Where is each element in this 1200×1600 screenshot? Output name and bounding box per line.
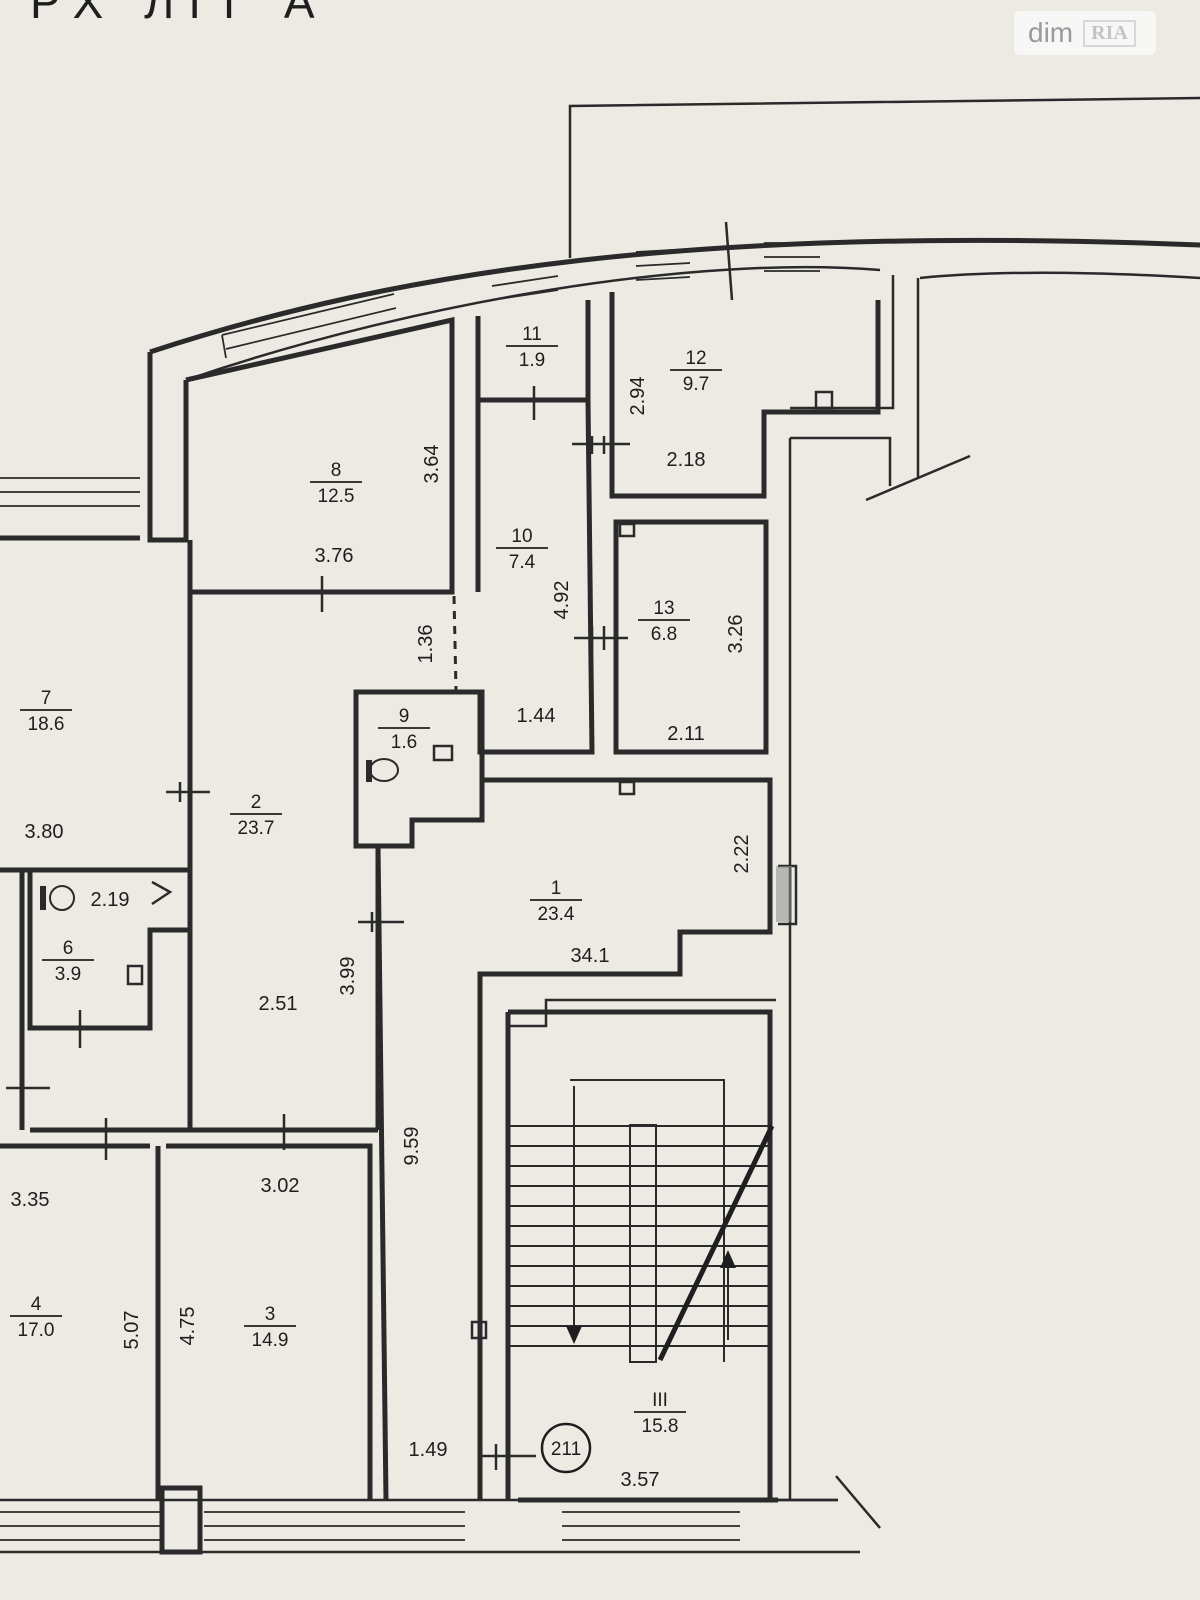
dimension-label: 3.76 bbox=[315, 545, 354, 567]
room-area: 23.7 bbox=[238, 818, 275, 839]
room-area: 7.4 bbox=[509, 552, 536, 573]
room-number: III bbox=[652, 1390, 668, 1411]
room-area: 3.9 bbox=[55, 964, 81, 985]
room-area: 6.8 bbox=[651, 624, 677, 645]
room-number: 3 bbox=[265, 1304, 276, 1325]
vent-icon bbox=[618, 780, 636, 796]
dimension-label: 3.57 bbox=[621, 1469, 660, 1491]
stair-well bbox=[629, 1124, 657, 1363]
dimension-label: 34.1 bbox=[571, 945, 610, 967]
room-area: 1.6 bbox=[391, 732, 417, 753]
dimension-label: 2.22 bbox=[731, 835, 753, 874]
room-4-label: 417.0 bbox=[10, 1294, 62, 1341]
dimension-label: 2.51 bbox=[259, 993, 298, 1015]
hatched-column bbox=[776, 866, 792, 922]
room-area: 9.7 bbox=[683, 374, 709, 395]
room-area: 18.6 bbox=[28, 714, 65, 735]
room-area: 15.8 bbox=[642, 1416, 679, 1437]
staircase bbox=[510, 1125, 772, 1347]
dimension-label: 3.26 bbox=[725, 615, 747, 654]
interior-walls bbox=[0, 292, 881, 1555]
room-12-label: 129.7 bbox=[670, 348, 722, 395]
dimension-label: 3.35 bbox=[11, 1189, 50, 1211]
room-3-label: 314.9 bbox=[244, 1304, 296, 1351]
building-outline bbox=[149, 96, 1200, 1529]
dimension-label: 2.11 bbox=[667, 723, 704, 745]
dimension-label: 2.18 bbox=[667, 449, 706, 471]
room-area: 12.5 bbox=[318, 486, 355, 507]
dimension-label: 2.94 bbox=[627, 377, 649, 416]
vent-icon bbox=[470, 1320, 488, 1340]
room-1-label: 123.4 bbox=[530, 878, 582, 925]
watermark-brand: dim bbox=[1028, 17, 1074, 48]
room-13-label: 136.8 bbox=[638, 598, 690, 645]
room-number: 12 bbox=[685, 348, 706, 369]
dimension-label: 5.07 bbox=[121, 1311, 143, 1350]
dimension-label: 2.19 bbox=[91, 889, 130, 911]
sink-icon bbox=[126, 964, 144, 986]
toilet-icon bbox=[366, 758, 399, 782]
dimria-watermark: dim RIA bbox=[1014, 11, 1156, 55]
room-number: 1 bbox=[551, 878, 562, 899]
room-7-label: 718.6 bbox=[20, 688, 72, 735]
room-10-label: 107.4 bbox=[496, 526, 548, 573]
dimension-labels: 3.64 3.76 1.36 4.92 1.44 2.94 2.18 3.26 … bbox=[11, 377, 753, 1491]
dimension-label: 3.99 bbox=[337, 957, 359, 996]
room-number: 8 bbox=[331, 460, 342, 481]
arrow-down-icon bbox=[566, 1326, 582, 1344]
apartment-number: 211 bbox=[551, 1439, 581, 1460]
dimension-label: 3.64 bbox=[421, 445, 443, 484]
facade-windows bbox=[0, 221, 860, 1554]
dimension-label: 3.02 bbox=[261, 1175, 300, 1197]
room-number: 11 bbox=[522, 324, 542, 345]
room-number: 4 bbox=[31, 1294, 42, 1315]
vent-icon bbox=[814, 390, 834, 410]
room-9-label: 91.6 bbox=[378, 706, 430, 753]
room-area: 23.4 bbox=[538, 904, 575, 925]
room-labels: 123.4223.7314.9417.063.9718.6812.591.610… bbox=[10, 324, 722, 1437]
plan-header: РХ ЛІТ А bbox=[30, 0, 329, 28]
room-number: 6 bbox=[63, 938, 74, 959]
dimension-label: 4.92 bbox=[551, 581, 573, 620]
stair-break-line bbox=[657, 1124, 775, 1362]
dimension-label: 3.80 bbox=[25, 821, 64, 843]
dimension-label: 1.49 bbox=[409, 1439, 448, 1461]
apartment-number-circle bbox=[540, 1422, 592, 1474]
room-8-label: 812.5 bbox=[310, 460, 362, 507]
room-area: 1.9 bbox=[519, 350, 545, 371]
room-number: 2 bbox=[251, 792, 262, 813]
dimension-label: 4.75 bbox=[177, 1307, 199, 1346]
dimension-label: 1.36 bbox=[415, 625, 437, 664]
stair-rail bbox=[570, 1079, 725, 1362]
room-11-label: 111.9 bbox=[506, 324, 558, 371]
room-area: 17.0 bbox=[18, 1320, 55, 1341]
arrow-up-icon bbox=[720, 1250, 736, 1268]
vent-icon bbox=[618, 522, 636, 538]
room-number: 10 bbox=[511, 526, 532, 547]
dimension-label: 9.59 bbox=[401, 1127, 423, 1166]
dashed-partition bbox=[452, 595, 458, 691]
room-area: 14.9 bbox=[252, 1330, 289, 1351]
room-number: 9 bbox=[399, 706, 410, 727]
dimension-label: 1.44 bbox=[517, 705, 556, 727]
door-markers bbox=[6, 386, 630, 1470]
room-2-label: 223.7 bbox=[230, 792, 282, 839]
watermark-logo: RIA bbox=[1083, 19, 1136, 47]
sink-icon bbox=[432, 744, 454, 762]
toilet-icon bbox=[40, 885, 75, 911]
room-III-label: III 15.8 bbox=[634, 1390, 686, 1437]
room-number: 13 bbox=[653, 598, 674, 619]
room-6-label: 63.9 bbox=[42, 938, 94, 985]
room-number: 7 bbox=[41, 688, 52, 709]
